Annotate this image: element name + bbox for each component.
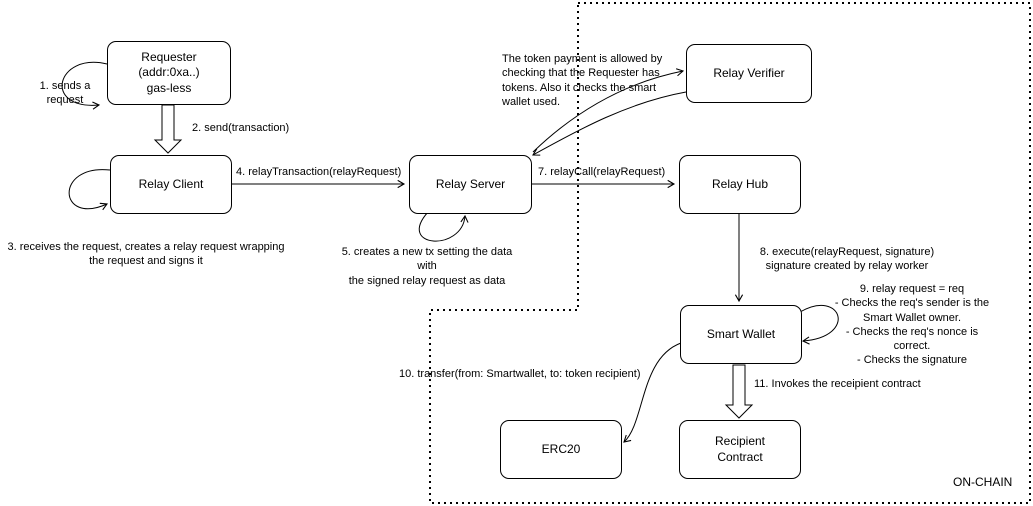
label-on-chain: ON-CHAIN — [953, 475, 1013, 489]
arrow-step10 — [623, 342, 682, 443]
node-relay-server: Relay Server — [409, 155, 532, 214]
label-step2: 2. send(transaction) — [192, 122, 290, 134]
arrow-step9-self-loop — [799, 305, 839, 345]
label-step11: 11. Invokes the receipient contract — [754, 378, 921, 390]
node-relay-verifier: Relay Verifier — [686, 44, 812, 103]
node-requester: Requester (addr:0xa..) gas-less — [107, 41, 231, 105]
node-smart-wallet: Smart Wallet — [680, 305, 802, 364]
label-step1: 1. sends a request — [39, 80, 91, 107]
arrow-server-to-verifier — [532, 68, 685, 153]
label-step9: 9. relay request = req - Checks the req'… — [834, 283, 990, 367]
arrow-step2-block — [153, 104, 183, 154]
label-step7: 7. relayCall(relayRequest) — [538, 166, 666, 178]
label-token-note: The token payment is allowed by checking… — [502, 53, 663, 108]
on-chain-boundary — [429, 2, 1031, 504]
arrow-step11-block — [724, 364, 754, 419]
node-erc20: ERC20 — [500, 420, 622, 479]
arrow-verifier-to-server — [532, 91, 687, 156]
label-step8: 8. execute(relayRequest, signature) sign… — [759, 246, 935, 273]
label-step4: 4. relayTransaction(relayRequest) — [236, 166, 402, 178]
node-relay-client: Relay Client — [110, 155, 232, 214]
arrow-step5-self-loop — [419, 211, 469, 242]
label-step3: 3. receives the request, creates a relay… — [7, 241, 285, 268]
node-relay-hub: Relay Hub — [679, 155, 801, 214]
label-step5: 5. creates a new tx setting the data wit… — [341, 246, 513, 287]
arrow-step1-self-loop — [61, 61, 108, 110]
label-step10: 10. transfer(from: Smartwallet, to: toke… — [399, 368, 641, 380]
arrow-step3-self-loop — [68, 169, 111, 211]
node-recipient-contract: Recipient Contract — [679, 420, 801, 479]
